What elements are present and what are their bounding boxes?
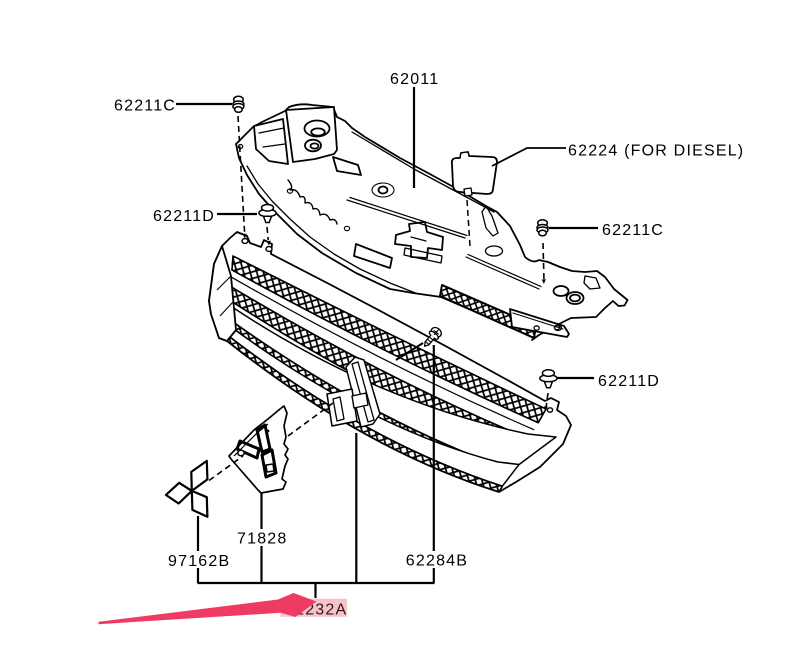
svg-text:62211C: 62211C <box>602 222 664 239</box>
svg-text:71828: 71828 <box>237 531 288 548</box>
svg-text:62011: 62011 <box>390 71 439 88</box>
svg-text:62224 (FOR DIESEL): 62224 (FOR DIESEL) <box>568 143 744 160</box>
svg-text:62211D: 62211D <box>598 373 660 390</box>
svg-text:62284B: 62284B <box>406 553 468 570</box>
svg-text:62211D: 62211D <box>153 208 215 225</box>
svg-text:97162B: 97162B <box>168 553 230 570</box>
svg-text:62211C: 62211C <box>114 98 176 115</box>
